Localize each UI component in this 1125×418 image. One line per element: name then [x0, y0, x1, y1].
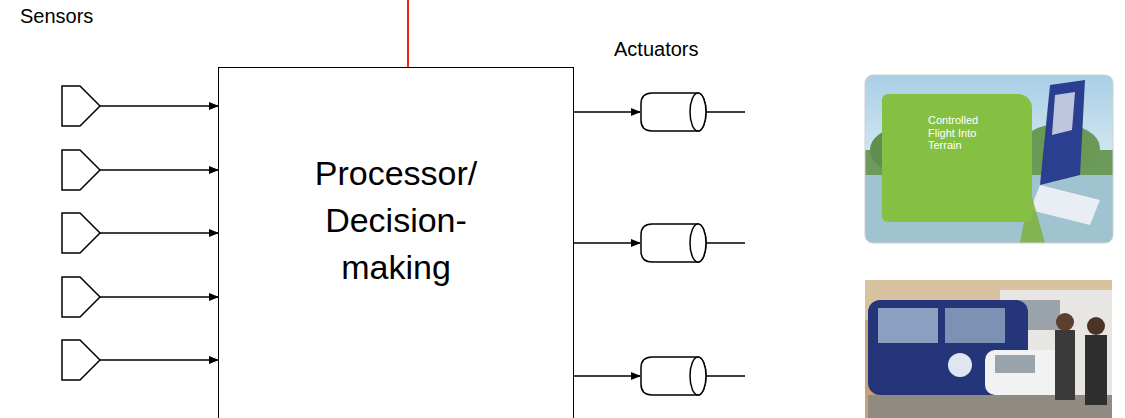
- bus-photo: [865, 280, 1112, 418]
- actuators-label: Actuators: [614, 38, 698, 61]
- sensors-label: Sensors: [20, 5, 93, 28]
- sensor-wires: [100, 106, 218, 360]
- actuator-wires: [574, 112, 745, 376]
- cfit-card: Controlled Flight Into Terrain: [882, 94, 1032, 222]
- node-text: Processor/ Decision-making: [281, 150, 511, 291]
- processor-box: Processor/ Decision-making: [218, 67, 574, 418]
- sensor-symbols: [62, 86, 100, 380]
- cfit-photo: [865, 75, 1113, 243]
- node-text: Controlled Flight Into Terrain: [928, 114, 988, 152]
- actuator-symbols: [641, 93, 706, 395]
